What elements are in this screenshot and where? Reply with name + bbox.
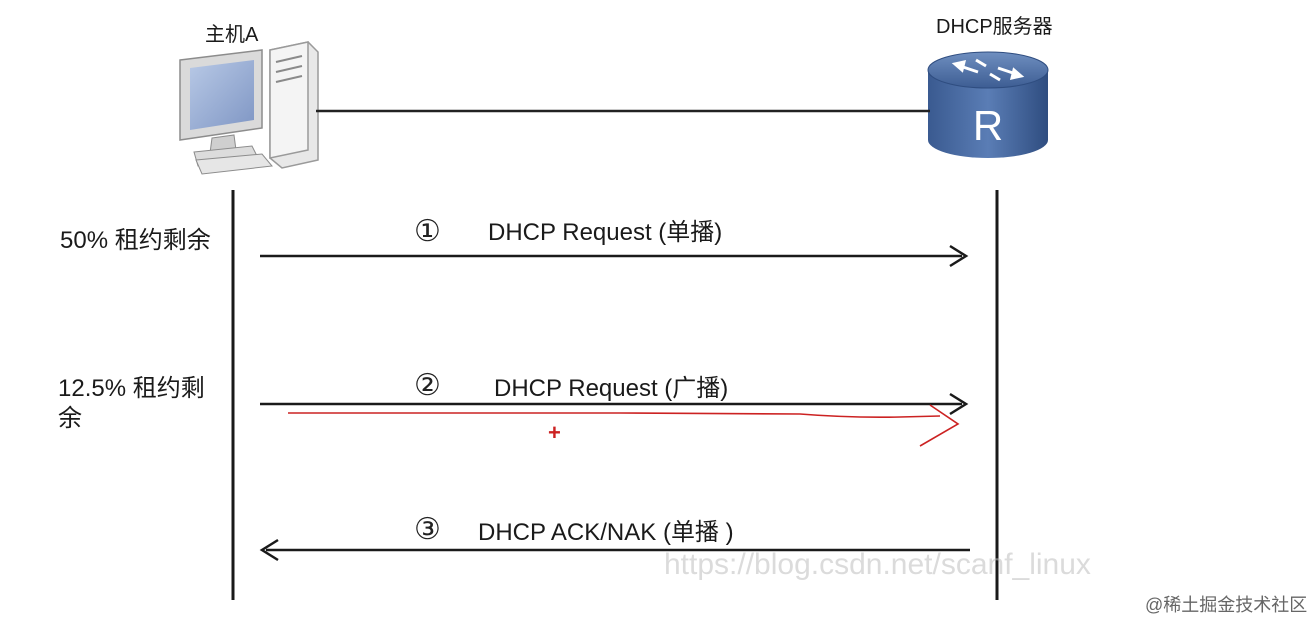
step-2-number: ②: [414, 368, 441, 403]
server-label: DHCP服务器: [936, 16, 1053, 38]
csdn-watermark: https://blog.csdn.net/scanf_linux: [664, 548, 1091, 581]
red-annotation-arrow: [288, 404, 960, 447]
step-1-condition: 50% 租约剩余: [60, 227, 211, 254]
host-label: 主机A: [205, 24, 259, 46]
step-3-message: DHCP ACK/NAK (单播 ): [478, 519, 734, 546]
router-glyph: R: [972, 102, 1004, 149]
annotation-plus-text: +: [548, 420, 561, 445]
arrow-request-broadcast: [260, 392, 969, 416]
arrow-request-unicast: [260, 244, 969, 268]
step-1-message: DHCP Request (单播): [488, 219, 723, 246]
juejin-watermark: @稀土掘金技术社区: [1145, 595, 1308, 615]
arrow-ack-nak: [259, 538, 970, 562]
router-icon: [927, 51, 1049, 158]
step-2-message: DHCP Request (广播): [494, 375, 729, 402]
annotation-plus-mark: +: [548, 420, 561, 446]
step-1-number: ①: [414, 214, 441, 249]
step-3-number: ③: [414, 512, 441, 547]
host-computer-icon: [179, 41, 319, 175]
step-2-condition: 12.5% 租约剩余: [58, 375, 205, 432]
